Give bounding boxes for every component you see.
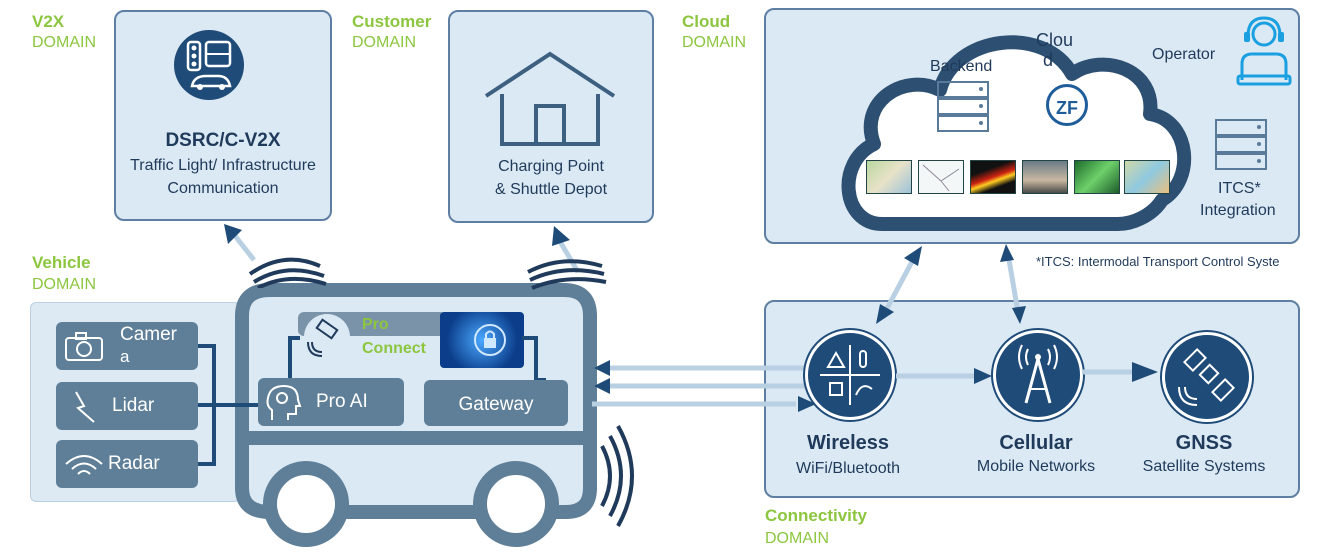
gateway-chip: Gateway [424,380,568,426]
customer-box: Charging Point & Shuttle Depot [448,10,654,223]
gnss-circle [1162,332,1252,422]
wireless-circle [805,330,895,420]
camera-label-1: Camer [120,324,178,345]
camera-icon [65,332,103,361]
cloud-label-1: Clou [1036,30,1074,50]
wireless-sub: WiFi/Bluetooth [795,460,901,477]
customer-box-line1: Charging Point [498,158,604,175]
route-thumbnail [918,160,964,194]
customer-domain-title: Customer [352,12,432,31]
camera-sensor: Camer a [56,322,198,370]
lidar-icon [75,391,95,423]
pro-ai-label: Pro AI [316,391,368,412]
v2x-domain-title: V2X [32,12,65,31]
zf-logo: ZF [1046,84,1088,126]
radar-icon [65,455,103,475]
sensor-bus-lines [198,344,262,466]
satellite-thumbnail [1124,160,1170,194]
camera-label-2: a [120,347,130,366]
satellite-dish-icon [304,314,350,360]
wireless-title: Wireless [806,432,890,454]
satellite-icon [1178,347,1236,406]
lidar-sensor: Lidar [56,382,198,430]
vehicle-domain-sub: DOMAIN [32,276,96,293]
v2x-box: DSRC/C-V2X Traffic Light/ Infrastructure… [114,10,332,221]
server-icon [937,81,989,132]
gnss-title: GNSS [1175,432,1233,454]
itcs-label-2: Integration [1200,202,1276,219]
lock-icon [474,324,506,356]
gnss-sub: Satellite Systems [1142,458,1266,475]
vehicle-connectivity-arrows [592,360,818,412]
itcs-footnote: *ITCS: Intermodal Transport Control Syst… [1036,254,1280,269]
wireless-sensors-icon [820,345,880,405]
v2x-box-line1: Traffic Light/ Infrastructure [130,157,316,174]
connectivity-chain-arrows [896,362,1158,384]
cell-tower-icon [1018,344,1058,404]
connectivity-domain-title: Connectivity [765,506,868,525]
cloud-domain-title: Cloud [682,12,731,31]
pro-connect-label-1: Pro [362,316,389,333]
lidar-label: Lidar [112,395,155,416]
security-lock-image [440,312,524,368]
itcs-server-icon [1215,119,1267,170]
gateway-label: Gateway [458,394,534,415]
cellular-sub: Mobile Networks [976,458,1096,475]
house-icon [484,51,616,146]
customer-signal-arrow [527,226,607,290]
cloud-shape [841,35,1192,231]
customer-domain-sub: DOMAIN [352,34,416,51]
terrain-thumbnail [1074,160,1120,194]
radar-label: Radar [108,453,160,474]
v2x-signal-arrow [224,224,327,288]
heatmap-thumbnail [970,160,1016,194]
map-thumbnail [866,160,912,194]
operator-headset-icon [1236,16,1292,86]
v2x-domain-sub: DOMAIN [32,34,96,51]
pro-ai-chip: Pro AI [258,378,404,426]
pro-connect-label-2: Connect [362,340,426,357]
cellular-title: Cellular [999,432,1073,454]
cellular-circle [993,330,1083,420]
cloud-domain-sub: DOMAIN [682,34,746,51]
camera-thumbnail [1022,160,1068,194]
customer-box-line2: & Shuttle Depot [494,181,608,198]
operator-label: Operator [1152,46,1216,63]
radar-sensor: Radar [56,440,198,488]
v2x-box-title: DSRC/C-V2X [165,130,281,151]
vehicle-domain-title: Vehicle [32,253,91,272]
ai-head-icon [266,384,302,420]
cloud-label-2: d [1043,50,1054,70]
cloud-connectivity-arrows [876,244,1026,324]
connectivity-domain-sub: DOMAIN [765,530,829,547]
backend-label: Backend [930,58,993,75]
itcs-label-1: ITCS* [1218,180,1261,197]
v2x-box-line2: Communication [167,180,279,197]
traffic-bus-icon [174,30,244,100]
